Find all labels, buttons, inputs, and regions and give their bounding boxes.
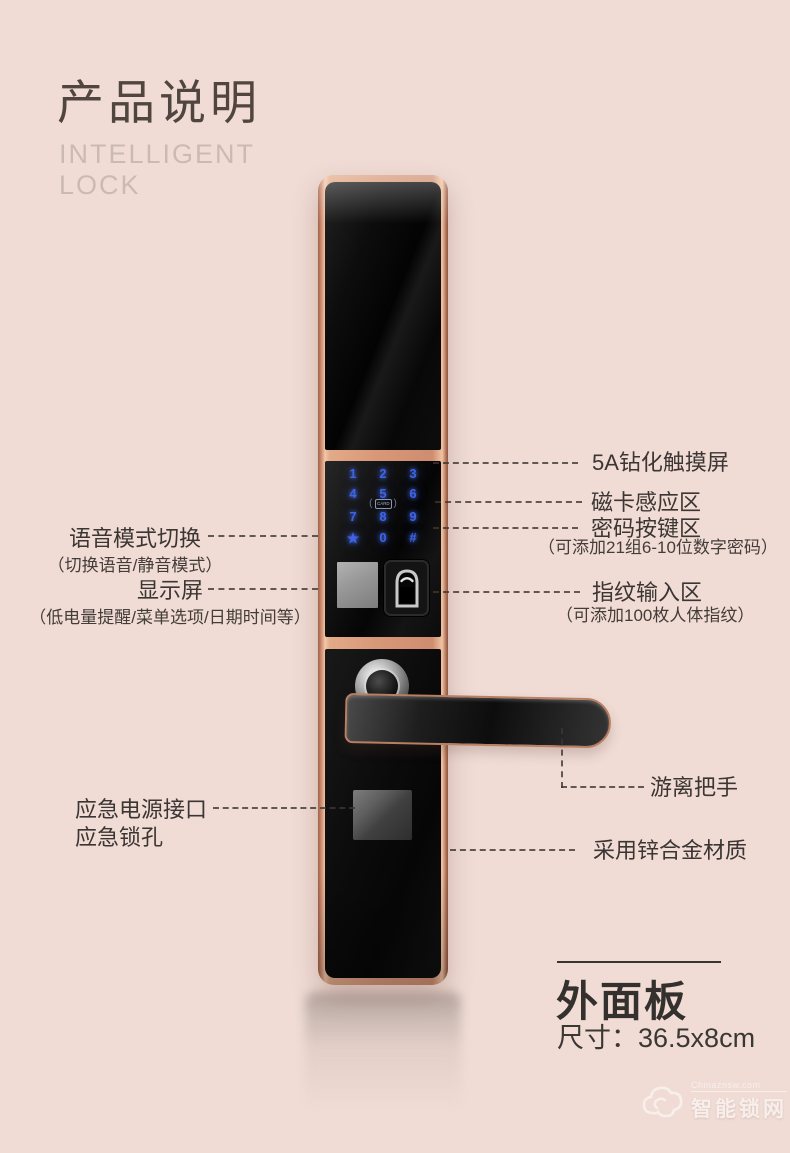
label-fingerprint-zone: 指纹输入区 [592,580,703,605]
label-password-zone-sub: （可添加21组6-10位数字密码） [538,538,778,557]
label-password-zone: 密码按键区 [591,516,702,541]
keypad-key-hash: # [409,530,417,545]
label-voice-mode-block: 语音模式切换 （切换语音/静音模式） [35,526,235,577]
keypad-key-0: 0 [379,530,387,545]
watermark-site: Chinaznsw.com [691,1080,787,1092]
keypad-key-5: 5 [379,486,387,501]
label-emergency-keyhole: 应急锁孔 [75,825,164,850]
label-free-handle: 游离把手 [650,775,739,800]
keypad-key-6: 6 [409,486,417,501]
spec-divider-line [557,961,721,963]
callout-line-handle-horizontal [561,786,644,788]
label-fingerprint-zone-sub: （可添加100枚人体指纹） [556,606,755,625]
lock-display-screen [337,562,378,608]
emergency-power-cover [353,790,412,840]
label-display: 显示屏 [136,578,203,603]
site-watermark: Chinaznsw.com 智能锁网 [640,1080,787,1123]
keypad-key-1: 1 [349,466,357,481]
label-card-zone: 磁卡感应区 [591,490,702,515]
keypad-key-7: 7 [349,509,357,524]
label-display-block: 显示屏 （低电量提醒/菜单选项/日期时间等） [25,578,315,629]
smart-lock-body: 1 2 3 4 5 6 7 8 9 ★ 0 # ( CARD ) [318,175,448,985]
keypad-key-2: 2 [379,466,387,481]
subtitle-line-1: INTELLIGENT [59,139,256,169]
callout-line-password-zone [433,527,578,529]
card-chip-icon: CARD [374,499,392,509]
label-display-sub: （低电量提醒/菜单选项/日期时间等） [29,608,311,627]
card-reader-icon: ( CARD ) [364,498,402,510]
watermark-text: Chinaznsw.com 智能锁网 [691,1080,787,1123]
card-paren-right: ) [393,498,397,509]
watermark-name: 智能锁网 [691,1098,787,1121]
label-material: 采用锌合金材质 [593,838,748,863]
keypad-key-4: 4 [349,486,357,501]
fingerprint-reader [384,560,429,616]
keypad-key-3: 3 [409,466,417,481]
label-voice-mode: 语音模式切换 [68,526,201,551]
lock-keypad-panel: 1 2 3 4 5 6 7 8 9 ★ 0 # ( CARD ) [325,461,441,637]
label-voice-mode-sub: （切换语音/静音模式） [47,556,223,575]
callout-line-display [208,588,318,590]
spec-panel-size: 尺寸：36.5x8cm [557,1023,756,1053]
page-subtitle: INTELLIGENT LOCK [59,139,255,201]
keypad-key-star: ★ [346,530,360,546]
callout-line-fingerprint-zone [433,591,580,593]
callout-line-handle-vertical [561,728,563,788]
keypad-key-8: 8 [379,509,387,524]
label-touchscreen: 5A钻化触摸屏 [592,450,729,475]
label-emergency-power: 应急电源接口 [75,797,208,822]
subtitle-line-2: LOCK [59,170,141,200]
callout-line-material [450,849,575,851]
fingerprint-icon [395,569,418,608]
card-paren-left: ( [369,498,373,509]
callout-line-emergency [213,807,355,809]
cloud-logo-icon [642,1086,683,1117]
callout-line-touchscreen [433,462,578,464]
keypad-key-9: 9 [409,509,417,524]
lock-top-glass-panel [325,182,441,450]
lock-reflection [305,992,461,1124]
door-handle [344,693,612,749]
card-icon-label: CARD [376,501,390,507]
page-title: 产品说明 [57,76,261,129]
callout-line-card-zone [435,501,582,503]
spec-panel-name: 外面板 [556,978,689,1025]
callout-line-voice-mode [208,535,318,537]
